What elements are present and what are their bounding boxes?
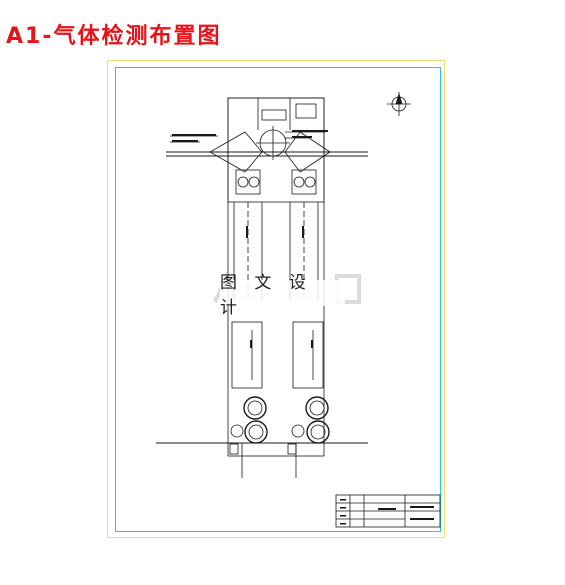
sheet-border [107,60,445,538]
gas-unit-right [291,169,317,195]
tank-right [292,321,324,389]
pump-2 [305,396,329,420]
watermark: 图 文 设 计 [220,273,345,318]
valve-left [230,424,244,438]
drawing-frame [115,67,441,532]
annotation-marks [172,130,434,525]
gas-unit-left [235,169,261,195]
north-arrow-icon [387,92,411,116]
pump-3 [244,420,268,444]
pump-4 [306,420,330,444]
page-title: A1-气体检测布置图 [6,24,222,49]
tank-left [231,321,263,389]
valve-right [291,424,305,438]
control-panel [261,109,287,121]
title-block [335,494,441,528]
pump-1 [243,396,267,420]
equipment-room [227,97,325,203]
